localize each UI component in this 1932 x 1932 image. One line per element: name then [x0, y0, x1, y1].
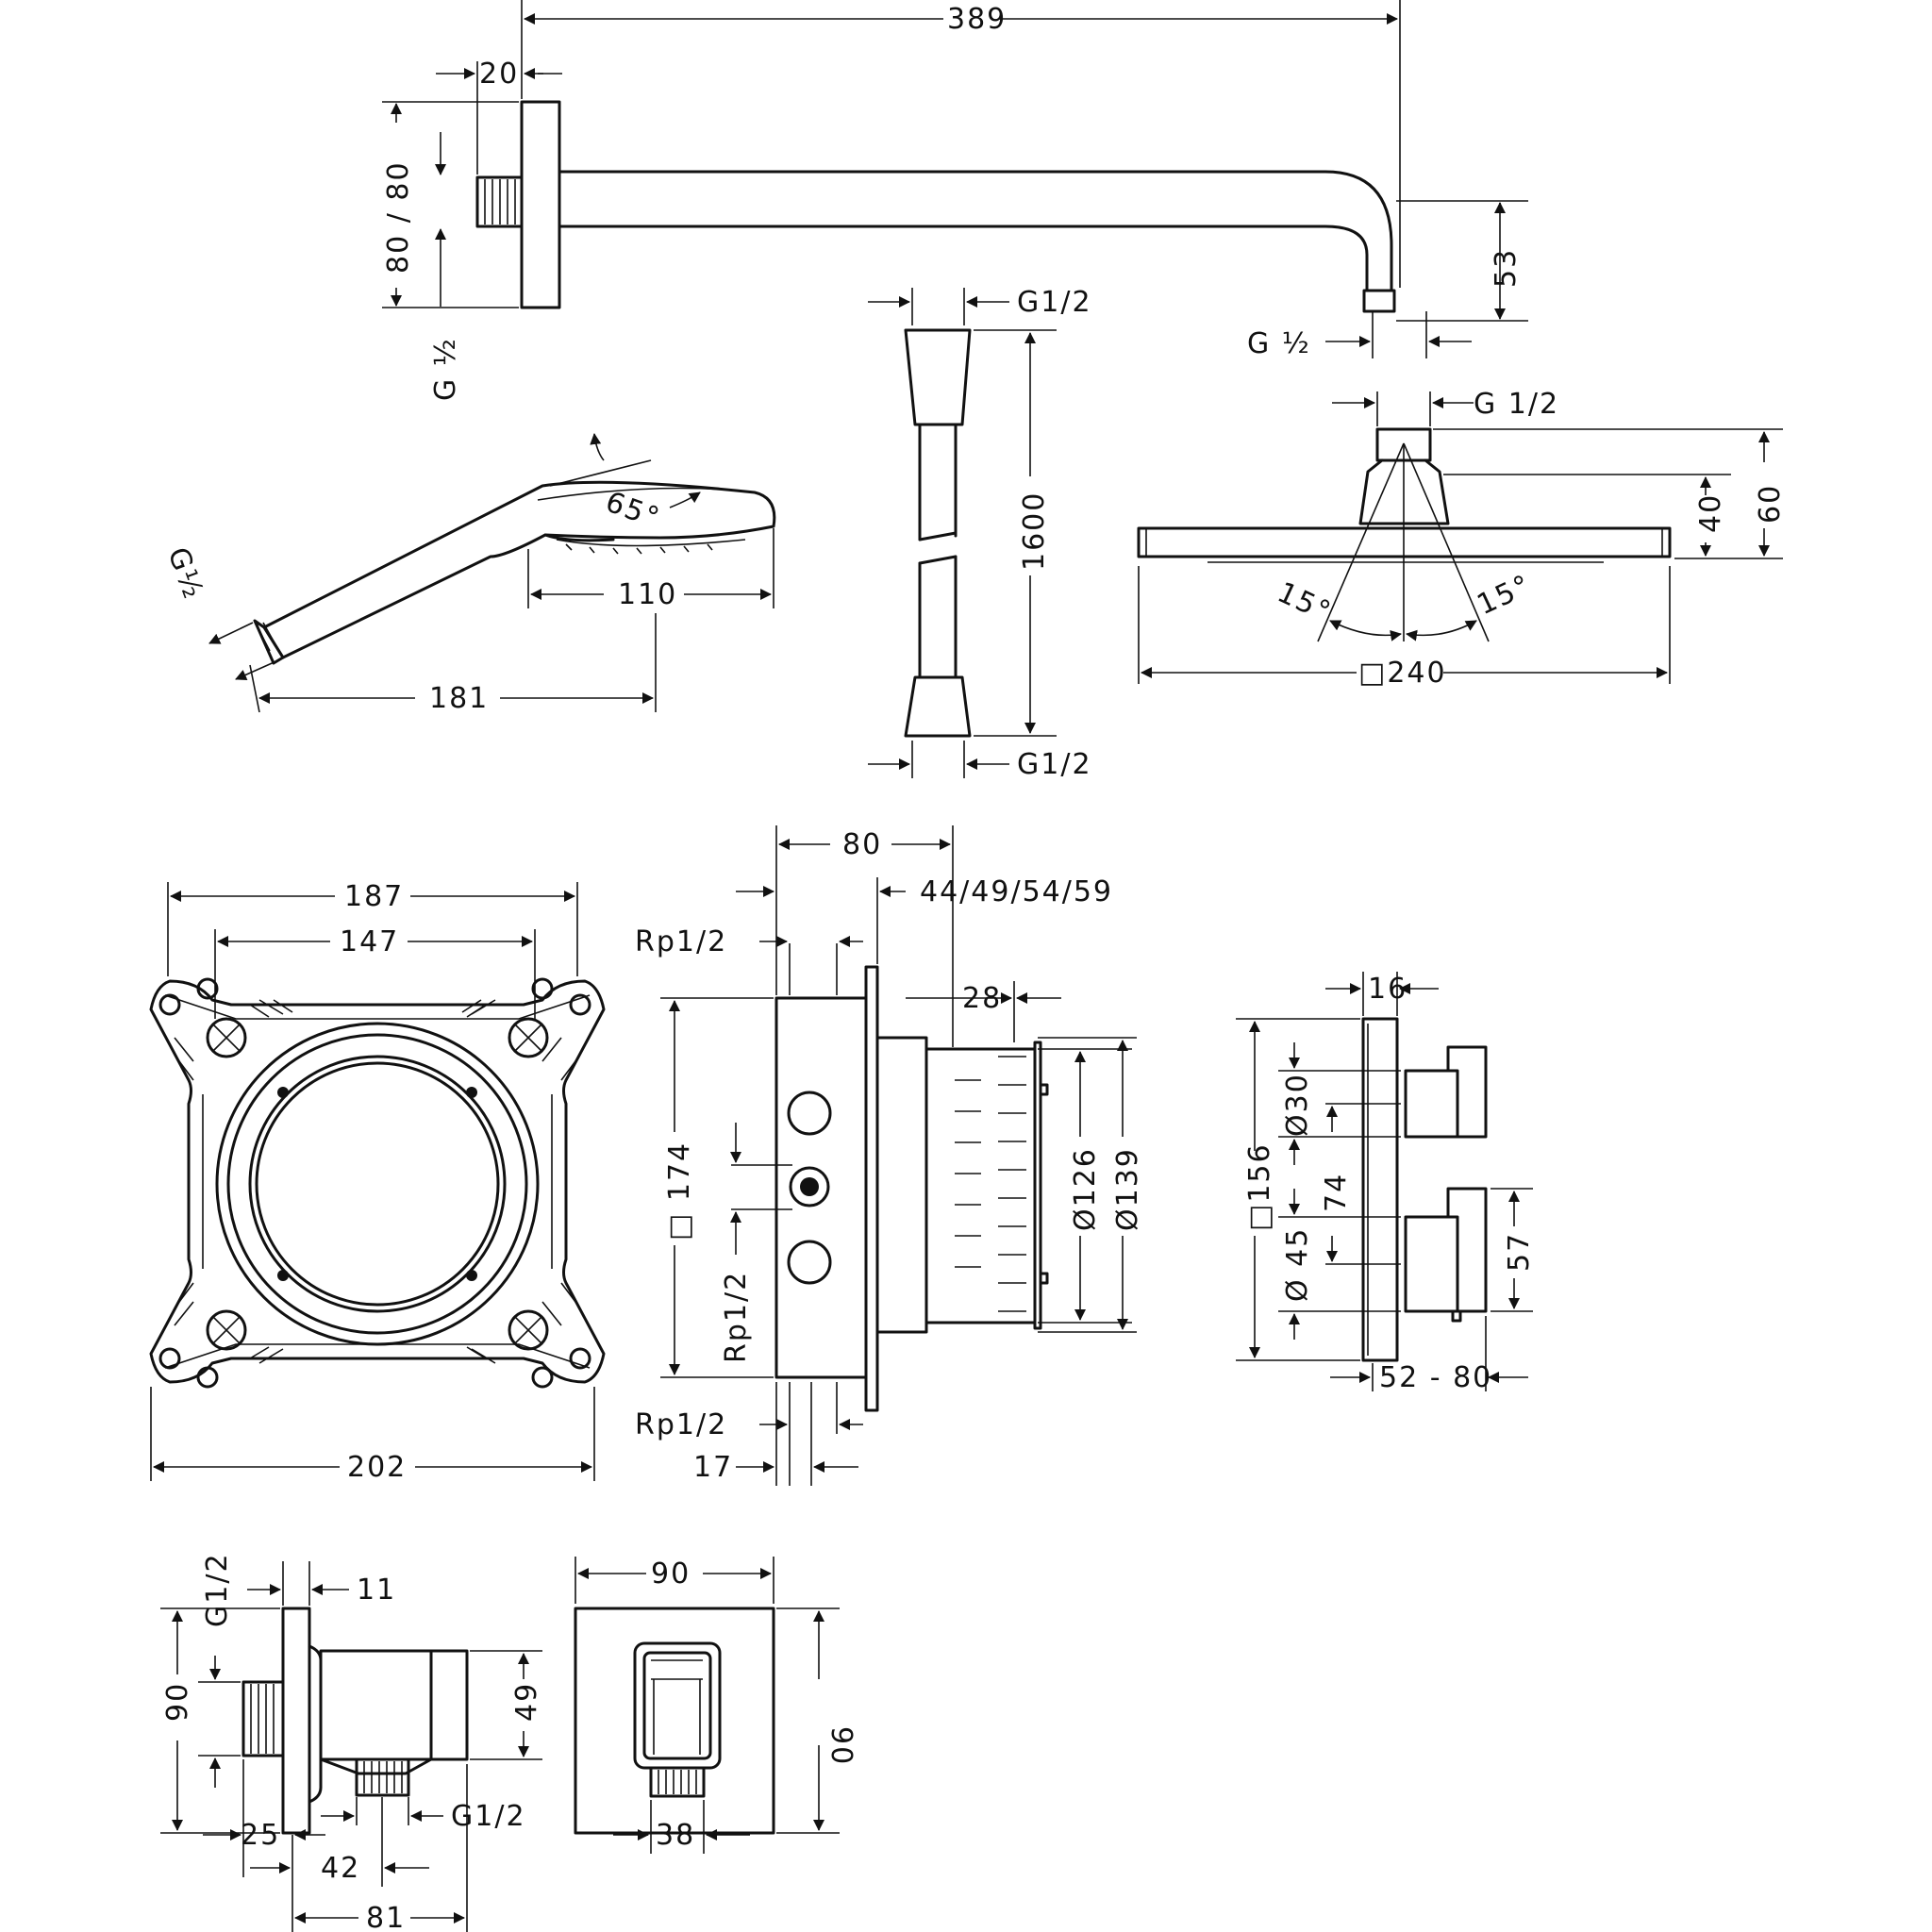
outlet-plate-label: 11: [357, 1574, 396, 1607]
ibox-dia-outer-label: Ø139: [1111, 1147, 1144, 1231]
ibox-depth-min-label: 28: [962, 982, 1002, 1015]
hose-thread-top-label: G1/2: [1017, 286, 1092, 319]
overhead-thread-label: G 1/2: [1474, 388, 1559, 421]
outlet-front-width-label: 90: [651, 1557, 691, 1591]
thermostat-square-label: □156: [1243, 1142, 1276, 1231]
ibox-inlet-top-label: Rp1/2: [635, 925, 727, 958]
outlet-body-label: 49: [510, 1682, 543, 1722]
thermostat-plate-depth-label: 16: [1368, 973, 1407, 1006]
hand-shower-drawing: [208, 433, 776, 713]
overhead-shower-drawing: [1137, 391, 1783, 684]
ibox-inlet-side-label: Rp1/2: [720, 1271, 753, 1363]
hose-thread-bottom-label: G1/2: [1017, 748, 1092, 781]
ibox-wall-range-label: 44/49/54/59: [920, 875, 1113, 908]
hand-shower-total-length-label: 181: [429, 682, 489, 715]
overhead-size-label: □240: [1358, 657, 1447, 690]
outlet-height-label: 90: [161, 1682, 194, 1722]
arm-length-label: 389: [947, 3, 1007, 36]
outlet-thread-side-label: G1/2: [201, 1552, 234, 1627]
overhead-height-body-label: 40: [1694, 493, 1727, 533]
outlet-offset1-label: 25: [241, 1819, 280, 1852]
plate-inner-label: 147: [340, 925, 399, 958]
outlet-offset2-label: 42: [321, 1852, 360, 1885]
arm-flange-label: 20: [479, 58, 519, 91]
outlet-depth-label: 81: [366, 1902, 406, 1932]
ibox-outlet-bottom-label: Rp1/2: [635, 1408, 727, 1441]
ibox-dia-inner-label: Ø126: [1069, 1147, 1102, 1231]
hose-length-label: 1600: [1018, 491, 1051, 571]
overhead-angle-right-label: 15°: [1473, 569, 1537, 623]
plate-outer-label: 187: [344, 880, 404, 913]
arm-drop-label: 53: [1490, 248, 1523, 288]
thermostat-spacing-label: 74: [1320, 1173, 1353, 1212]
arm-thread-right-label: G ½: [1247, 327, 1311, 360]
thermostat-handle-label: 57: [1503, 1232, 1536, 1272]
thermostat-dia-large-label: Ø 45: [1281, 1227, 1314, 1302]
outlet-front-connector-label: 38: [656, 1819, 695, 1852]
arm-height-label: 80 / 80: [382, 160, 415, 274]
wall-outlet-side-drawing: [160, 1561, 542, 1932]
outlet-thread-bottom-label: G1/2: [451, 1800, 526, 1833]
thermostat-dia-small-label: Ø30: [1281, 1073, 1314, 1137]
overhead-height-total-label: 60: [1754, 484, 1787, 524]
shower-arm-drawing: [382, 0, 1528, 358]
arm-thread-left-label: G ½: [429, 337, 462, 401]
ibox-depth-label: 80: [842, 828, 882, 861]
wall-outlet-front-drawing: [574, 1557, 840, 1854]
ibox-square-label: □ 174: [663, 1141, 696, 1241]
shower-hose-drawing: [868, 288, 1057, 778]
thermostat-drawing: [1236, 972, 1533, 1391]
plate-base-label: 202: [347, 1451, 407, 1484]
hand-shower-angle-label: 65°: [601, 486, 665, 536]
ibox-drawing: [660, 825, 1137, 1486]
thermostat-projection-label: 52 - 80: [1379, 1361, 1492, 1394]
mounting-plate-drawing: [149, 882, 606, 1481]
hand-shower-thread-label: G½: [160, 543, 209, 605]
hand-shower-head-length-label: 110: [618, 578, 677, 611]
ibox-offset-label: 17: [693, 1451, 733, 1484]
outlet-front-height-label: 90: [824, 1726, 858, 1766]
